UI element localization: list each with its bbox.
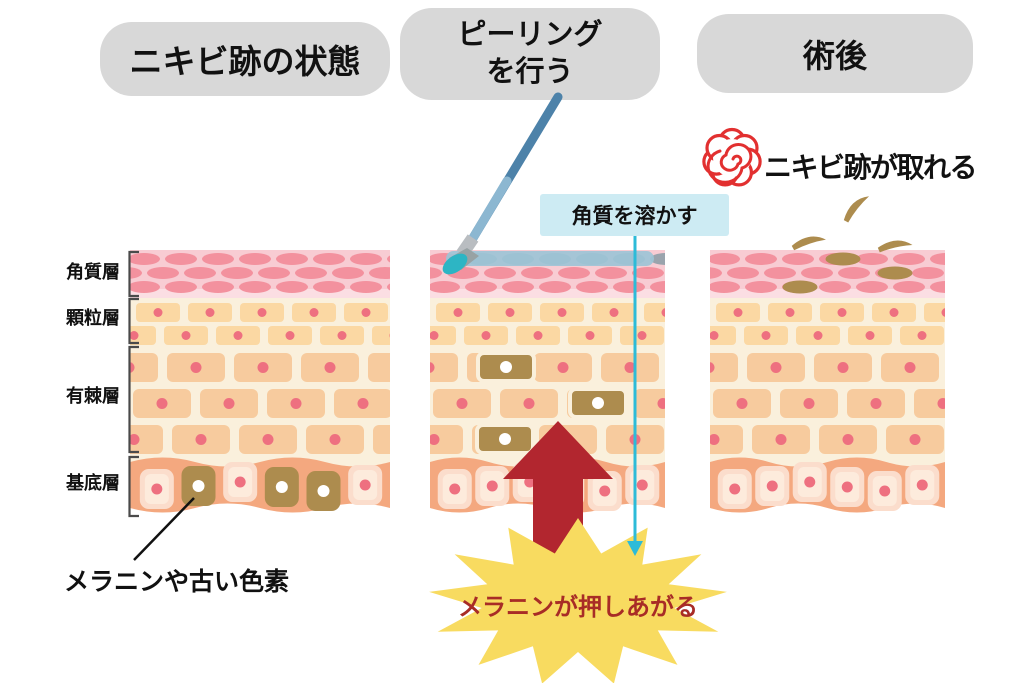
result-text: ニキビ跡が取れる (764, 152, 978, 183)
melanin-source-text: メラニンや古い色素 (64, 568, 290, 596)
header-peeling-line1: ピーリング (457, 19, 603, 51)
hanamaru-swirl-icon (702, 127, 762, 187)
label-stratum-corneum: 角質層 (66, 262, 120, 282)
header-after-label: 術後 (802, 37, 867, 74)
keratin-flake-icon (843, 196, 870, 223)
header-after: 術後 (697, 14, 973, 93)
keratin-flake-icon (791, 236, 826, 251)
peeling-brush-icon (442, 92, 563, 275)
header-peeling-line2: を行う (486, 56, 574, 88)
label-granular-layer: 顆粒層 (66, 308, 120, 328)
push-up-text: メラニンが押しあがる (458, 594, 698, 621)
label-spinous-layer: 有棘層 (66, 386, 120, 406)
header-before-label: ニキビ跡の状態 (129, 43, 361, 80)
skin-panel-before (130, 250, 390, 513)
dissolve-label-text: 角質を溶かす (571, 205, 698, 228)
starburst-shape (429, 518, 727, 683)
skin-panel-after (710, 196, 945, 513)
dissolve-label: 角質を溶かす (540, 194, 729, 236)
header-before: ニキビ跡の状態 (100, 22, 390, 96)
label-basal-layer: 基底層 (66, 473, 120, 493)
push-up-arrow (503, 421, 613, 565)
header-peeling: ピーリング を行う (400, 8, 660, 100)
keratin-flake-icon (877, 240, 913, 253)
